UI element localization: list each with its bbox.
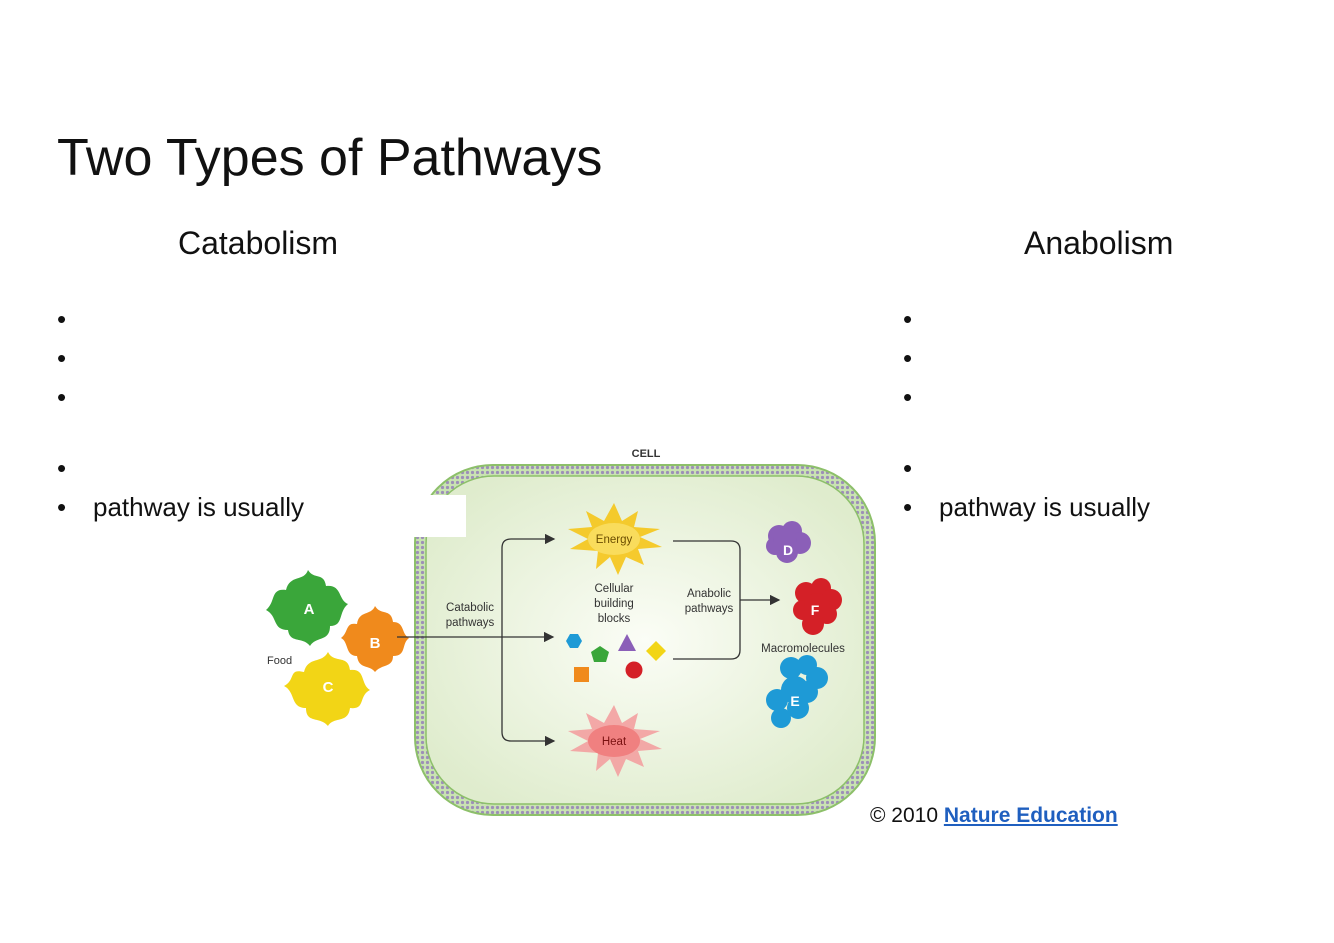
building-blocks-label-line-2: building	[594, 598, 634, 610]
anabolism-heading: Anabolism	[1024, 225, 1174, 261]
catabolism-bullet-2	[57, 339, 304, 378]
food-molecule-a	[266, 570, 348, 646]
heat-label: Heat	[602, 736, 627, 748]
copyright-credit: © 2010 Nature Education	[870, 801, 1118, 831]
macromolecule-f-label: F	[811, 602, 820, 618]
energy-burst	[568, 503, 662, 575]
food-molecule-c	[284, 652, 370, 726]
metabolism-diagram: CELL A B C Food Catabolic pathways Energ…	[266, 448, 876, 816]
catabolism-bullet-4	[57, 449, 304, 488]
square-block	[574, 667, 589, 682]
cell-interior	[425, 475, 865, 805]
anabolism-bullet-2	[903, 339, 1150, 378]
energy-label: Energy	[596, 534, 633, 546]
catabolism-bullet-3	[57, 378, 304, 417]
credit-prefix: © 2010	[870, 804, 944, 827]
anabolism-bullet-list: pathway is usually	[903, 300, 1150, 527]
anabolism-bullet-3	[903, 378, 1150, 417]
food-molecule-c-label: C	[323, 679, 334, 696]
cell-label: CELL	[632, 448, 661, 460]
membrane-gap	[410, 495, 466, 537]
circle-block	[625, 661, 643, 679]
food-molecule-b-label: B	[370, 635, 381, 652]
triangle-block	[618, 634, 636, 651]
catabolism-bullet-list: pathway is usually	[57, 300, 304, 527]
anabolic-label-line-1: Anabolic	[687, 588, 731, 600]
macromolecule-e-label: E	[790, 693, 799, 709]
building-blocks-label-line-1: Cellular	[595, 583, 634, 595]
catabolic-branch-line	[501, 538, 553, 742]
food-molecule-a-label: A	[304, 601, 315, 618]
anabolism-bullet-1	[903, 300, 1150, 339]
nature-education-link[interactable]: Nature Education	[943, 804, 1118, 827]
hexagon-block	[566, 634, 582, 648]
catabolism-bullet-1	[57, 300, 304, 339]
pentagon-block	[591, 646, 609, 662]
macromolecule-f	[793, 578, 842, 635]
catabolic-label-line-2: pathways	[446, 617, 495, 629]
anabolism-bullet-4	[903, 449, 1150, 488]
macromolecule-e	[766, 655, 828, 728]
food-molecule-b	[341, 606, 409, 672]
anabolic-label-line-2: pathways	[685, 603, 734, 615]
catabolism-heading: Catabolism	[178, 225, 339, 261]
diamond-block	[646, 641, 666, 661]
macromolecules-label: Macromolecules	[761, 643, 845, 655]
food-label: Food	[267, 655, 292, 667]
heat-burst	[568, 705, 662, 777]
slide-title: Two Types of Pathways	[57, 129, 603, 187]
building-blocks-label-line-3: blocks	[598, 613, 631, 625]
macromolecule-d	[766, 521, 811, 563]
macromolecule-d-label: D	[783, 542, 793, 558]
catabolism-bullet-5: pathway is usually	[57, 488, 304, 527]
anabolism-bullet-5: pathway is usually	[903, 488, 1150, 527]
catabolic-label-line-1: Catabolic	[446, 602, 494, 614]
